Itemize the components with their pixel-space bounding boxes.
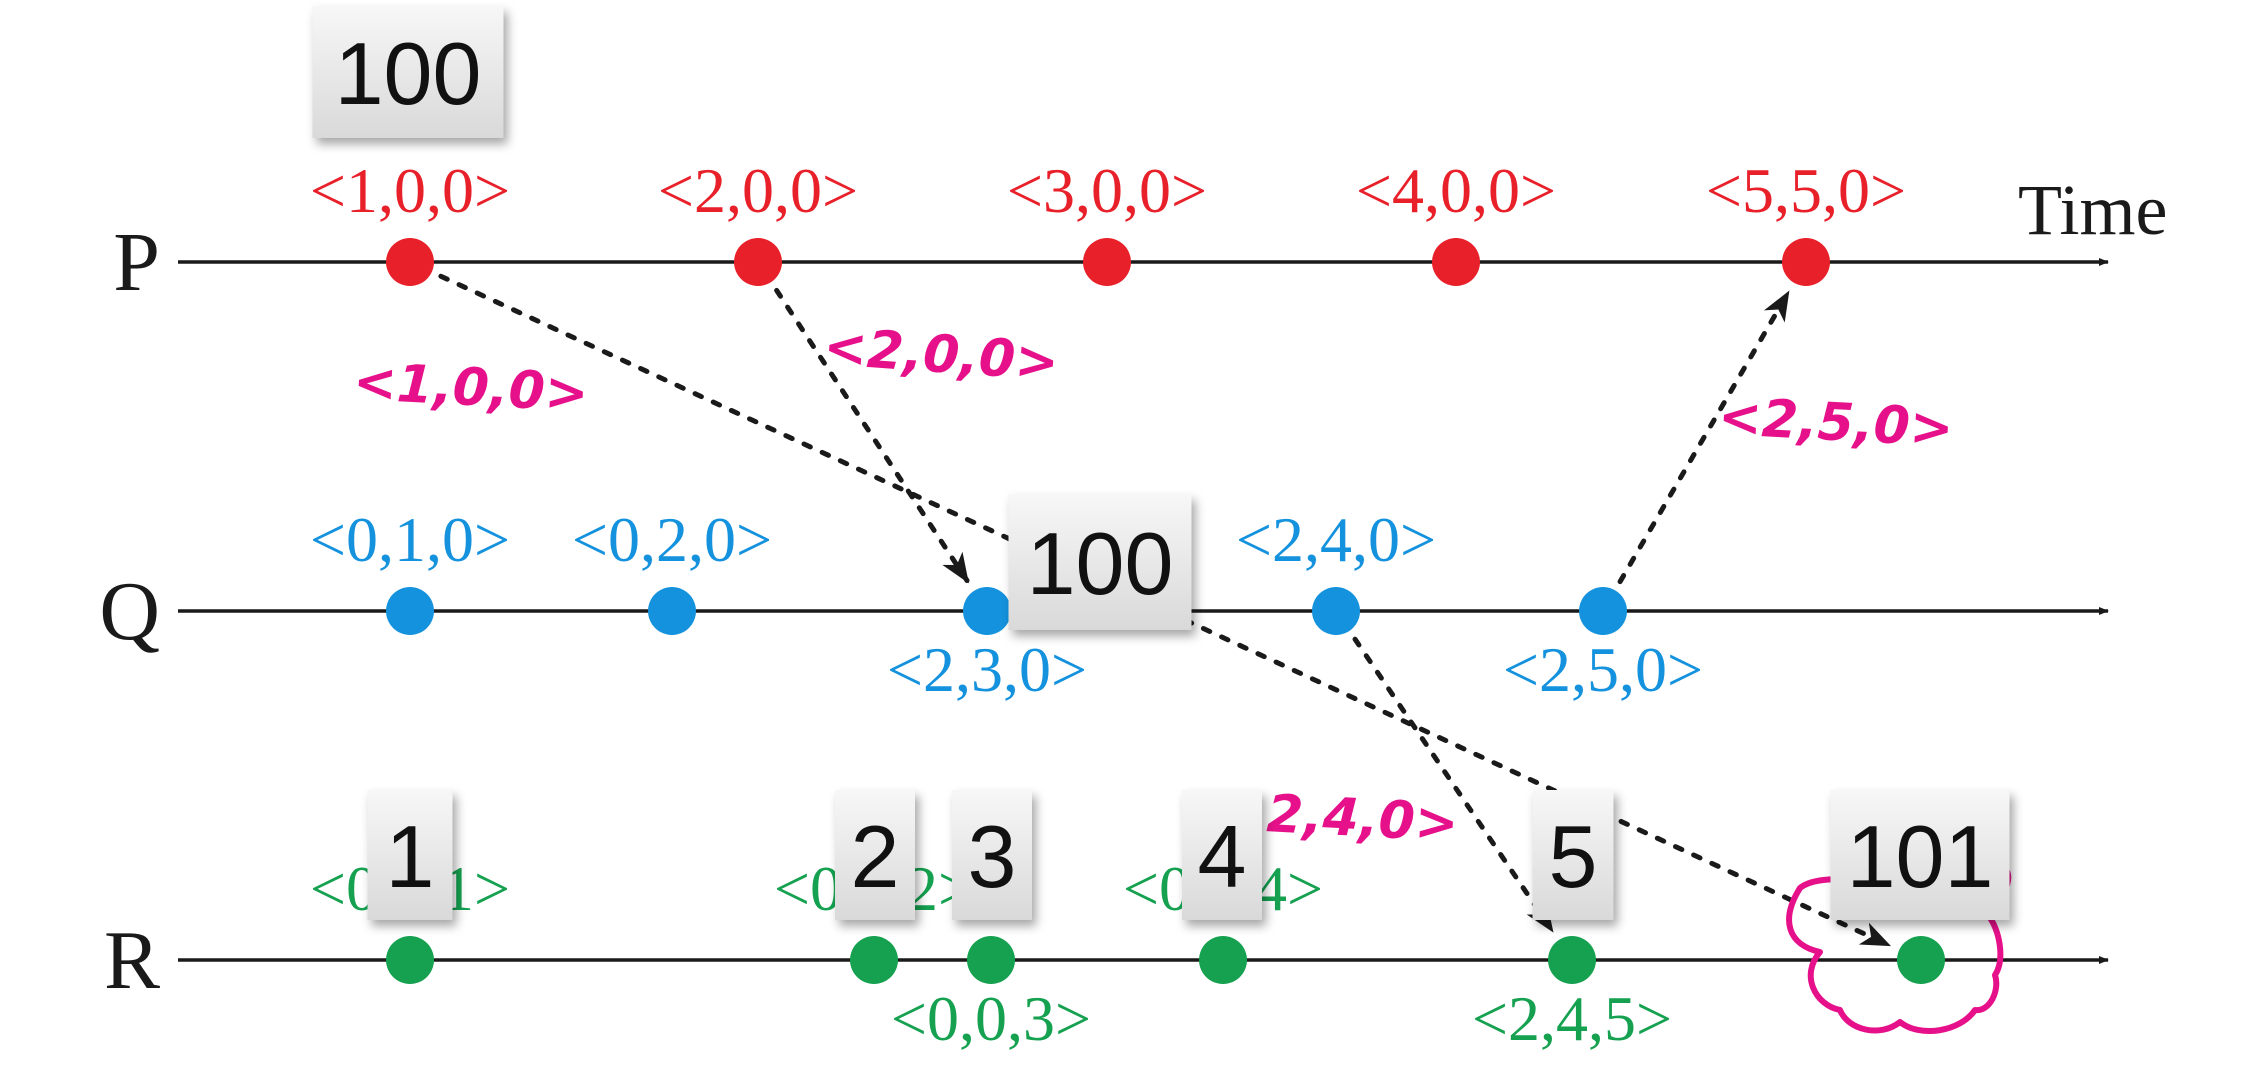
value-box-r2: 2 [835, 790, 915, 920]
value-box-r4: 4 [1182, 790, 1262, 920]
clock-label-p4: <4,0,0> [1356, 155, 1556, 226]
value-box-text: 101 [1847, 807, 1994, 906]
message-annotation-q5-to-p5: <2,5,0> [1717, 387, 1955, 459]
event-dot-r5 [1548, 936, 1596, 984]
message-annotation-p1-to-r6: <1,0,0> [352, 352, 590, 424]
message-arrow-q5-to-p5 [1617, 290, 1791, 585]
event-dot-r2 [850, 936, 898, 984]
value-box-background [835, 790, 915, 920]
value-box-r1: 1 [367, 790, 453, 920]
clock-label-q5: <2,5,0> [1503, 634, 1703, 705]
event-dot-p2 [734, 238, 782, 286]
value-box-text: 4 [1198, 807, 1247, 906]
clock-label-r5: <2,4,5> [1472, 983, 1672, 1054]
clock-label-q4: <2,4,0> [1236, 504, 1436, 575]
event-dot-p1 [386, 238, 434, 286]
value-box-background [367, 790, 453, 920]
process-label-r: R [104, 914, 160, 1007]
clock-label-p5: <5,5,0> [1706, 155, 1906, 226]
message-arrow-q4-to-r5 [1352, 636, 1555, 933]
message-arrow-p2-to-q3 [774, 287, 970, 584]
event-dot-p5 [1782, 238, 1830, 286]
event-dot-p3 [1083, 238, 1131, 286]
event-dot-r4 [1199, 936, 1247, 984]
value-box-background [952, 790, 1032, 920]
event-dot-p4 [1432, 238, 1480, 286]
value-box-text: 100 [335, 24, 482, 123]
event-dot-r3 [967, 936, 1015, 984]
event-dot-r6 [1897, 936, 1945, 984]
value-box-text: 100 [1027, 514, 1174, 613]
clock-label-q3: <2,3,0> [887, 634, 1087, 705]
value-box-p1: 100 [312, 6, 504, 138]
event-dot-q2 [648, 587, 696, 635]
value-box-r3: 3 [952, 790, 1032, 920]
event-dot-r1 [386, 936, 434, 984]
value-box-background [1532, 790, 1614, 920]
event-dot-q1 [386, 587, 434, 635]
time-axis-label: Time [2018, 170, 2167, 250]
message-arrow-p1-to-r6 [438, 273, 1892, 948]
value-box-background [1008, 494, 1192, 630]
value-box-background [1830, 790, 2010, 920]
value-box-r5: 5 [1532, 790, 1614, 920]
value-box-q3: 100 [1008, 494, 1192, 630]
value-box-text: 2 [851, 807, 900, 906]
value-box-text: 5 [1549, 807, 1598, 906]
event-dot-q4 [1312, 587, 1360, 635]
value-box-r6: 101 [1830, 790, 2010, 920]
message-annotation-p2-to-q3: <2,0,0> [822, 317, 1061, 393]
value-box-text: 3 [968, 807, 1017, 906]
event-dot-q5 [1579, 587, 1627, 635]
value-box-text: 1 [386, 807, 435, 906]
clock-label-q1: <0,1,0> [310, 504, 510, 575]
value-box-background [312, 6, 504, 138]
clock-label-p2: <2,0,0> [658, 155, 858, 226]
clock-label-r3: <0,0,3> [891, 983, 1091, 1054]
axis-labels: Time [2018, 170, 2167, 250]
clock-label-p3: <3,0,0> [1007, 155, 1207, 226]
value-box-background [1182, 790, 1262, 920]
event-dot-q3 [963, 587, 1011, 635]
clock-label-q2: <0,2,0> [572, 504, 772, 575]
events [386, 238, 1945, 984]
messages: <1,0,0> <2,0,0> <2,5,0> <2,4,0> [352, 273, 1955, 948]
process-label-q: Q [99, 565, 160, 658]
process-label-p: P [113, 216, 160, 309]
clock-label-p1: <1,0,0> [310, 155, 510, 226]
